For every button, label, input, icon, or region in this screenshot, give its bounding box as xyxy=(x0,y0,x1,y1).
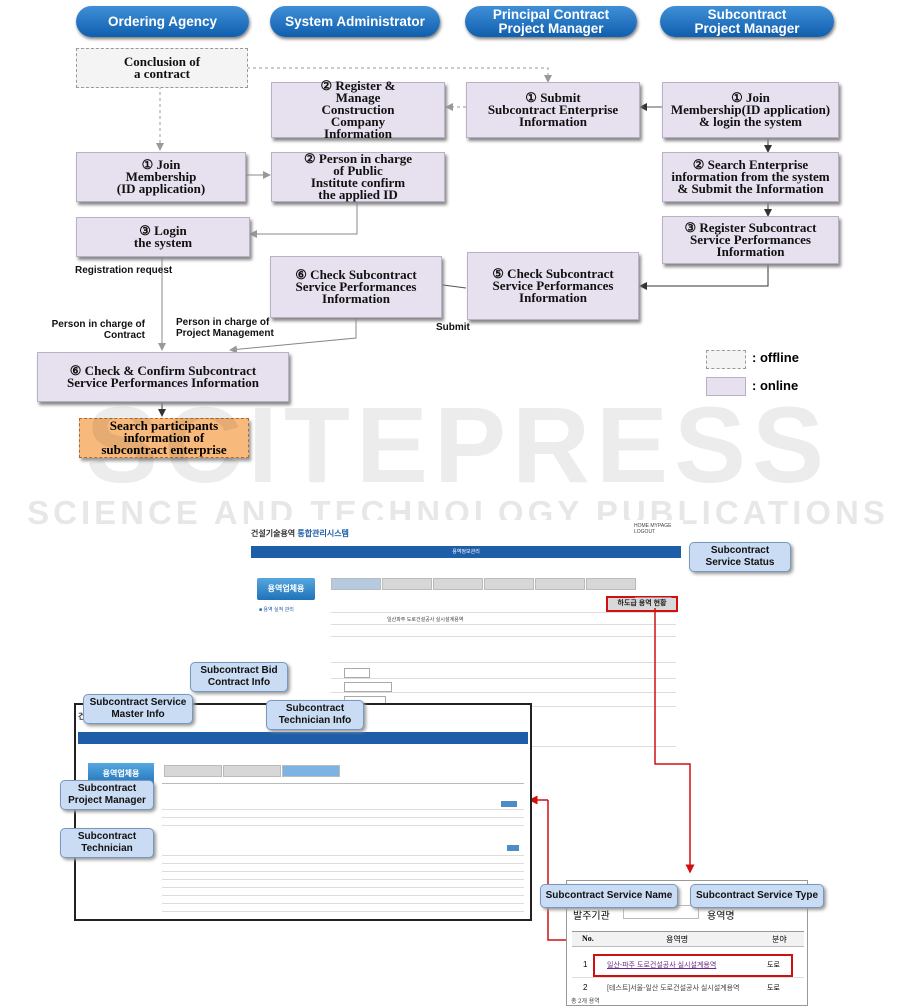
screen1-menu: HOME MYPAGE LOGOUT xyxy=(634,523,672,535)
row1-type: 도로 xyxy=(767,962,780,969)
row2-no: 2 xyxy=(583,983,588,992)
screen1-tab-5[interactable] xyxy=(535,578,585,590)
screen2-button-2[interactable] xyxy=(507,845,519,851)
screen1-tab-1[interactable] xyxy=(331,578,381,590)
register-performances-box: ③ Register Subcontract Service Performan… xyxy=(662,216,839,264)
legend-offline-swatch xyxy=(706,350,746,369)
header-ordering-agency: Ordering Agency xyxy=(76,6,249,37)
callout-master-info: Subcontract Service Master Info xyxy=(83,694,193,724)
screen1-tab-2[interactable] xyxy=(382,578,432,590)
callout-technician: Subcontract Technician xyxy=(60,828,154,858)
screen2-button-1[interactable] xyxy=(501,801,517,807)
screen2-tab-2[interactable] xyxy=(223,765,281,777)
callout-service-name: Subcontract Service Name xyxy=(540,884,678,908)
screen2-nav-bar xyxy=(78,732,528,744)
screen2-tab-3[interactable] xyxy=(282,765,340,777)
screen3-search-label-1: 발주기관 xyxy=(573,911,610,922)
screen3-table-header: No. 용역명 분야 xyxy=(572,931,804,947)
callout-project-manager: Subcontract Project Manager xyxy=(60,780,154,810)
callout-service-type: Subcontract Service Type xyxy=(690,884,824,908)
legend-online-swatch xyxy=(706,377,746,396)
row1-no: 1 xyxy=(583,960,588,969)
screen1-tab-4[interactable] xyxy=(484,578,534,590)
header-principal-contract-pm: Principal Contract Project Manager xyxy=(465,6,637,37)
flow-connectors xyxy=(156,67,772,417)
screen1-field-name: 일산파주 도로건설공사 실시설계용역 xyxy=(387,617,464,623)
screen1-status-button[interactable]: 하도급 용역 현황 xyxy=(606,596,678,612)
person-pm-label: Person in charge of Project Management xyxy=(176,317,274,339)
submit-enterprise-box: ① Submit Subcontract Enterprise Informat… xyxy=(466,82,640,138)
row1-name-link[interactable]: 일산-파주 도로건설공사 실시설계용역 xyxy=(607,962,717,969)
callout-technician-info: Subcontract Technician Info xyxy=(266,700,364,730)
screen2-tab-1[interactable] xyxy=(164,765,222,777)
screen1-tab-6[interactable] xyxy=(586,578,636,590)
conclusion-of-contract: Conclusion of a contract xyxy=(76,48,248,88)
col-name: 용역명 xyxy=(666,935,689,944)
screen3-row1-highlight xyxy=(593,954,793,977)
search-participants-box: Search participants information of subco… xyxy=(79,418,249,458)
screen3-search-label-2: 용역명 xyxy=(707,911,735,922)
search-enterprise-box: ② Search Enterprise information from the… xyxy=(662,152,839,202)
screen2-title: 건 xyxy=(78,712,86,721)
join-membership-box: ① Join Membership (ID application) xyxy=(76,152,246,202)
legend-offline-label: : offline xyxy=(752,350,799,365)
screen1-nav-bar: 용역정보관리 xyxy=(251,546,681,558)
submit-label: Submit xyxy=(436,322,470,333)
legend-online-label: : online xyxy=(752,378,799,393)
screen1-title: 건설기술용역 통합관리시스템 xyxy=(251,529,349,538)
row2-name-link[interactable]: [테스트]서울-일산 도로건설공사 실시설계용역 xyxy=(607,985,740,992)
row2-type: 도로 xyxy=(767,985,780,992)
callout-service-status: Subcontract Service Status xyxy=(689,542,791,572)
check6-box: ⑥ Check Subcontract Service Performances… xyxy=(270,256,442,318)
check5-box: ⑤ Check Subcontract Service Performances… xyxy=(467,252,639,320)
screen2-side-button[interactable]: 용역업체용 xyxy=(88,763,154,785)
callout-bid-contract: Subcontract Bid Contract Info xyxy=(190,662,288,692)
join-login-box: ① Join Membership(ID application) & logi… xyxy=(662,82,839,138)
screen1-select-2[interactable] xyxy=(344,682,392,692)
screen1-select-1[interactable] xyxy=(344,668,370,678)
person-contract-label: Person in charge of Contract xyxy=(51,319,145,341)
col-type: 분야 xyxy=(772,935,787,944)
register-manage-box: ② Register & Manage Construction Company… xyxy=(271,79,445,140)
screen1-tab-3[interactable] xyxy=(433,578,483,590)
header-subcontract-pm: Subcontract Project Manager xyxy=(660,6,834,37)
screen1-side-button[interactable]: 용역업체용 xyxy=(257,578,315,600)
screen-detail: 건 용역업체용 xyxy=(74,703,532,921)
screen3-footer: 총 2개 용역 xyxy=(571,999,600,1005)
screen1-side-link[interactable]: ■ 용역 실적 관리 xyxy=(259,607,294,613)
watermark-logo: SCITEPRESS xyxy=(85,384,831,505)
header-system-administrator: System Administrator xyxy=(270,6,440,37)
check-confirm-box: ⑥ Check & Confirm Subcontract Service Pe… xyxy=(37,352,289,402)
registration-request-label: Registration request xyxy=(75,265,173,276)
col-no: No. xyxy=(582,934,594,943)
person-confirm-box: ② Person in charge of Public Institute c… xyxy=(271,152,445,202)
login-box: ③ Login the system xyxy=(76,217,250,257)
